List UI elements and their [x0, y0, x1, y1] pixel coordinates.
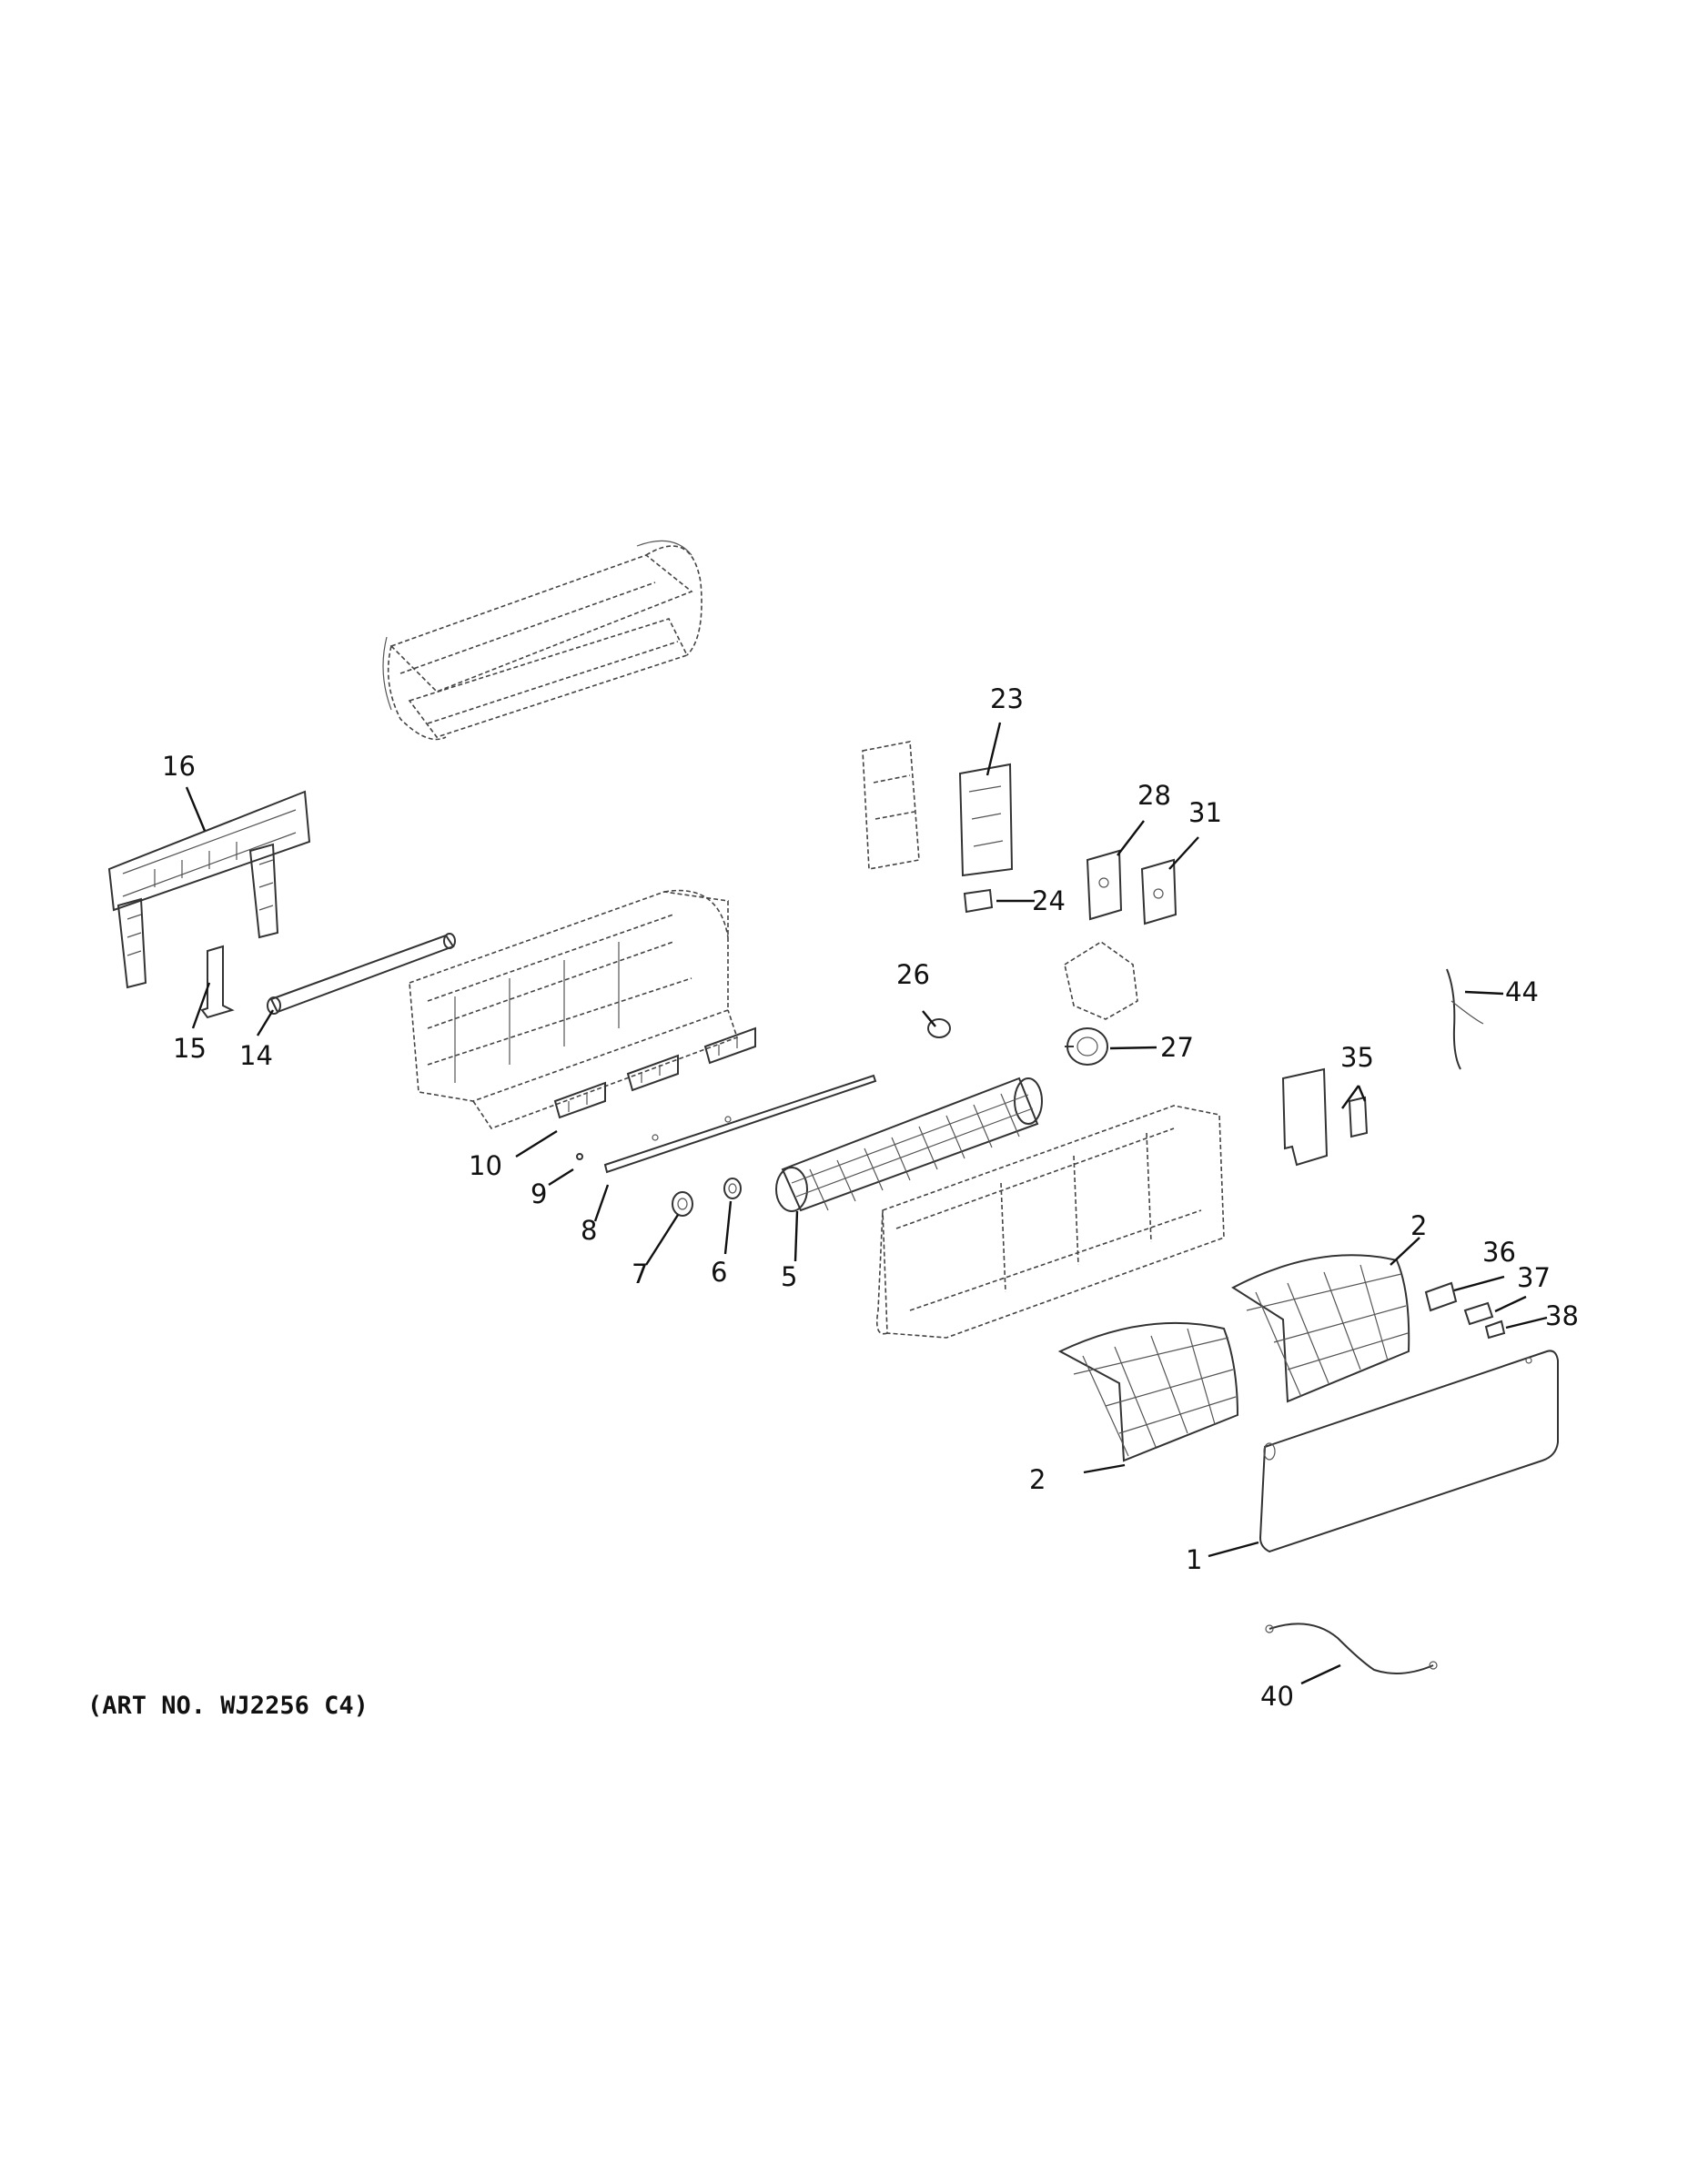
swing-rod	[603, 1074, 877, 1174]
chassis-base	[409, 889, 739, 1129]
motor-mount	[1064, 941, 1138, 1020]
callout-31: 31	[1188, 797, 1222, 828]
callout-27: 27	[1160, 1032, 1194, 1063]
callout-2-left: 2	[1029, 1464, 1046, 1495]
callout-8: 8	[581, 1215, 597, 1246]
light-guide	[1484, 1320, 1506, 1340]
callout-1: 1	[1186, 1544, 1202, 1575]
mounting-bracket	[107, 790, 311, 989]
callout-16: 16	[162, 751, 196, 782]
art-number: (ART NO. WJ2256 C4)	[87, 1692, 369, 1720]
front-panel	[1258, 1350, 1559, 1553]
display-board	[1424, 1281, 1458, 1312]
front-housing	[875, 1105, 1225, 1339]
callout-7: 7	[632, 1259, 648, 1289]
callout-labels: 16 15 14 10 9 8 7 6 5 26 23 24 28 31 27 …	[162, 683, 1579, 1712]
cover-plate-28	[1086, 849, 1123, 921]
callout-28: 28	[1137, 780, 1171, 811]
callout-5: 5	[781, 1261, 797, 1292]
callout-15: 15	[173, 1033, 207, 1064]
control-board	[958, 763, 1014, 877]
coupling-part	[723, 1178, 742, 1199]
callout-14: 14	[239, 1040, 273, 1071]
callout-36: 36	[1482, 1237, 1516, 1268]
air-filter-right	[1231, 1254, 1410, 1403]
callout-23: 23	[990, 683, 1024, 714]
display-bracket	[1281, 1067, 1369, 1167]
terminal-block	[963, 888, 994, 914]
bearing-part	[672, 1191, 693, 1217]
callout-2-right: 2	[1410, 1210, 1427, 1241]
blower-wheel	[775, 1077, 1043, 1212]
callout-26: 26	[896, 959, 930, 990]
air-filter-left	[1057, 1321, 1239, 1462]
callout-35: 35	[1340, 1042, 1374, 1073]
motor-clip	[927, 1018, 951, 1038]
callout-6: 6	[711, 1257, 727, 1288]
callout-24: 24	[1032, 885, 1066, 916]
small-bracket	[200, 945, 235, 1019]
screw-part	[576, 1153, 583, 1160]
evaporator-coil	[382, 540, 702, 741]
sensor-wire	[1446, 968, 1484, 1070]
callout-44: 44	[1505, 976, 1539, 1007]
callout-10: 10	[469, 1150, 502, 1181]
callout-37: 37	[1517, 1262, 1551, 1293]
callout-38: 38	[1545, 1300, 1579, 1331]
receiver-board	[1463, 1301, 1494, 1326]
fan-motor	[1065, 1027, 1108, 1066]
callout-40: 40	[1260, 1681, 1294, 1712]
drain-tube	[267, 933, 456, 1015]
wire-harness	[1265, 1623, 1438, 1674]
leader-lines	[185, 722, 1548, 1685]
louver-blades	[553, 1026, 756, 1119]
cover-plate-31	[1140, 858, 1178, 925]
callout-9: 9	[531, 1178, 547, 1209]
control-box	[862, 741, 920, 870]
